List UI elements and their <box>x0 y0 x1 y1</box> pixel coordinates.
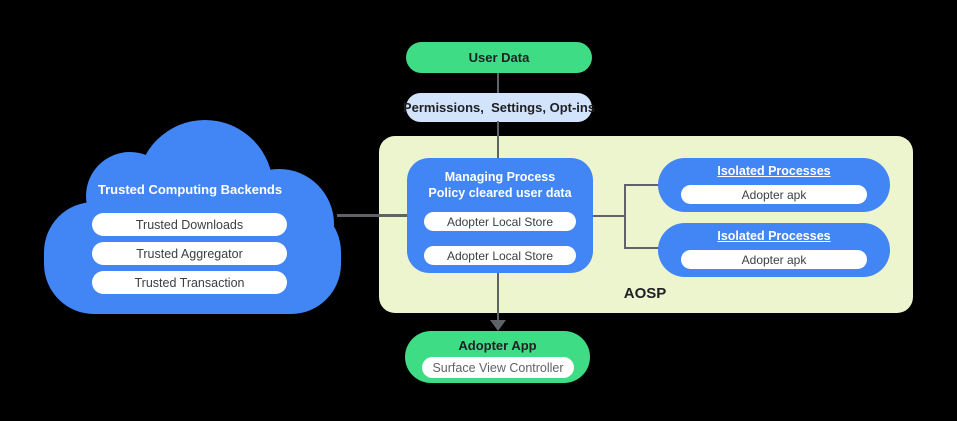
arrow-down-icon <box>490 320 506 331</box>
cloud-item-label: Trusted Aggregator <box>136 246 243 261</box>
surface-view-controller-pill: Surface View Controller <box>422 357 574 378</box>
cloud-item-label: Trusted Transaction <box>134 275 245 290</box>
managing-process-node: Managing Process Policy cleared user dat… <box>407 158 593 273</box>
adopter-local-store-label: Adopter Local Store <box>446 248 554 263</box>
aosp-label: AOSP <box>623 285 667 302</box>
adopter-app-node: Adopter App Surface View Controller <box>405 331 590 383</box>
adopter-apk-label: Adopter apk <box>741 252 807 267</box>
isolated-process-title: Isolated Processes <box>717 229 831 243</box>
connector-managing-branch <box>593 215 626 217</box>
user-data-label: User Data <box>468 50 530 65</box>
connector-managing-adopter <box>497 273 499 321</box>
connector-permissions-managing <box>497 121 499 159</box>
surface-view-controller-label: Surface View Controller <box>432 360 564 375</box>
connector-branch-top <box>626 184 659 186</box>
adopter-local-store: Adopter Local Store <box>424 246 576 265</box>
permissions-node: Permissions, Settings, Opt-ins <box>402 93 596 122</box>
isolated-process-node: Isolated Processes Adopter apk <box>658 223 890 277</box>
managing-process-title: Managing Process Policy cleared user dat… <box>407 169 593 201</box>
cloud-title: Trusted Computing Backends <box>97 182 283 197</box>
connector-cloud-managing <box>337 214 408 217</box>
cloud-item-label: Trusted Downloads <box>135 217 244 232</box>
cloud-item: Trusted Aggregator <box>92 242 287 265</box>
managing-process-title-line1: Managing Process <box>444 170 556 184</box>
cloud-item: Trusted Downloads <box>92 213 287 236</box>
cloud-item: Trusted Transaction <box>92 271 287 294</box>
adopter-local-store: Adopter Local Store <box>424 212 576 231</box>
connector-branch-bottom <box>626 247 659 249</box>
connector-userdata-permissions <box>497 73 499 94</box>
permissions-label: Permissions, Settings, Opt-ins <box>402 100 596 115</box>
adopter-local-store-label: Adopter Local Store <box>446 214 554 229</box>
adopter-apk-pill: Adopter apk <box>681 250 867 269</box>
adopter-app-title: Adopter App <box>458 338 537 353</box>
connector-branch-vertical <box>624 184 626 249</box>
isolated-process-title: Isolated Processes <box>717 164 831 178</box>
adopter-apk-label: Adopter apk <box>741 187 807 202</box>
adopter-apk-pill: Adopter apk <box>681 185 867 204</box>
managing-process-title-line2: Policy cleared user data <box>428 186 572 200</box>
isolated-process-node: Isolated Processes Adopter apk <box>658 158 890 212</box>
user-data-node: User Data <box>406 42 592 73</box>
